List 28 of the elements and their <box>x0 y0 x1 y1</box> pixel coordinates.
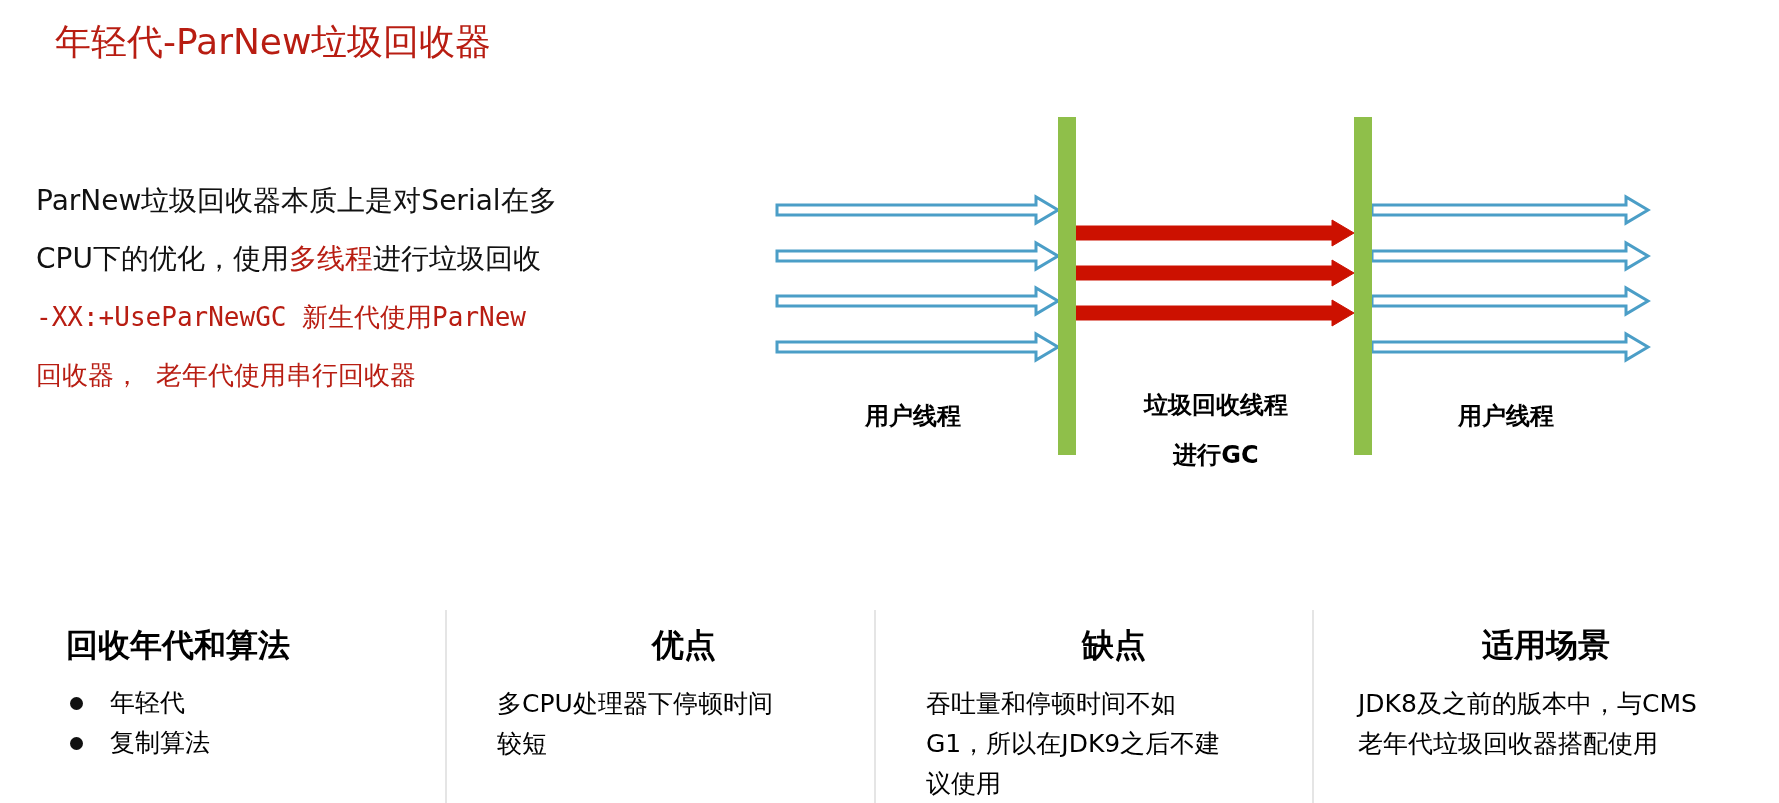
column-text: 吞吐量和停顿时间不如G1，所以在JDK9之后不建议使用 <box>926 688 1222 800</box>
column-heading: 适用场景 <box>1481 625 1611 666</box>
arrow <box>1370 194 1651 226</box>
arrow <box>1075 219 1355 247</box>
thread-label: 用户线程 <box>864 401 962 432</box>
arrow <box>1370 240 1651 272</box>
command-option-text: -XX:+UseParNewGC 新生代使用ParNew回收器， 老年代使用串行回收器 <box>36 301 528 392</box>
arrow <box>1075 259 1355 287</box>
column-text: 多CPU处理器下停顿时间较短 <box>497 688 774 760</box>
column-heading: 优点 <box>650 625 717 666</box>
arrow <box>1370 285 1651 317</box>
list-item: 年轻代 <box>110 687 185 719</box>
arrow <box>775 240 1061 272</box>
arrow <box>775 285 1061 317</box>
column-text: JDK8及之前的版本中，与CMS老年代垃圾回收器搭配使用 <box>1358 688 1698 760</box>
thread-label: 用户线程 <box>1457 401 1555 432</box>
bar-shape <box>1354 117 1372 455</box>
thread-label: 垃圾回收线程进行GC <box>1142 390 1289 471</box>
bar-shape <box>1058 117 1076 455</box>
description-text: ParNew垃圾回收器本质上是对Serial在多CPU下的优化，使用多线程进行垃圾回收 <box>36 183 558 277</box>
arrow <box>775 331 1061 363</box>
slide-title: 年轻代-ParNew垃圾回收器 <box>55 20 492 64</box>
column-heading: 回收年代和算法 <box>66 625 290 666</box>
column-heading: 缺点 <box>1080 625 1147 666</box>
arrow <box>1370 331 1651 363</box>
list-item: 复制算法 <box>110 727 210 759</box>
arrow <box>775 194 1061 226</box>
arrow <box>1075 299 1355 327</box>
